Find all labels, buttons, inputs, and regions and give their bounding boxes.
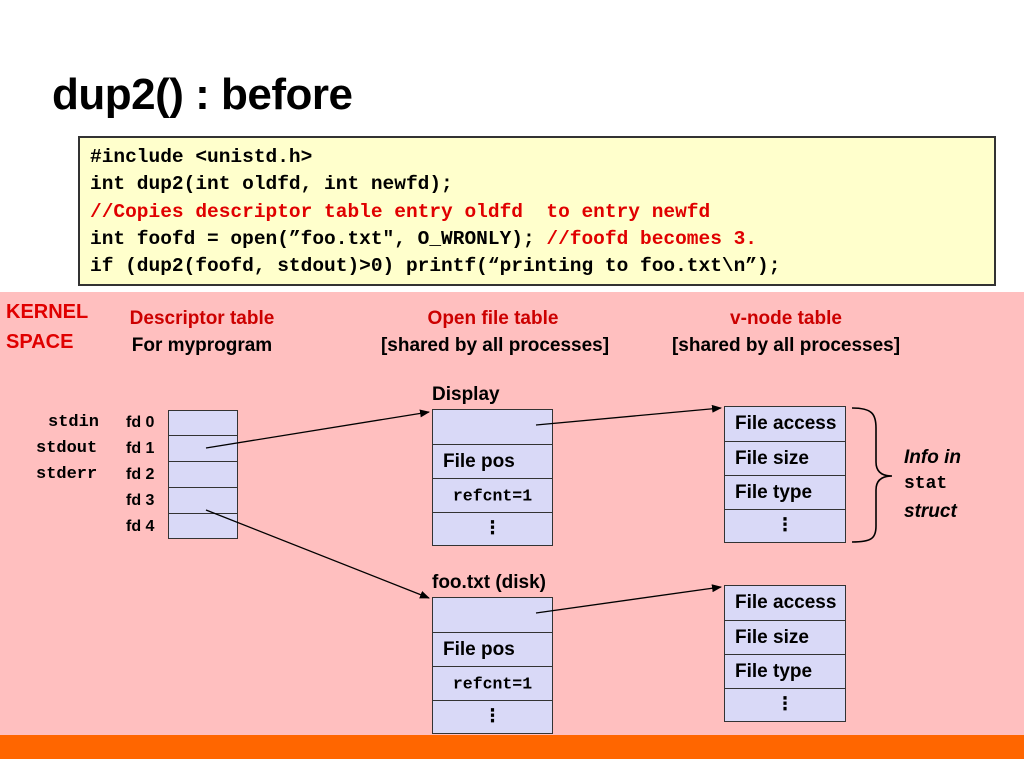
- file-a-filepos: File pos: [443, 450, 515, 472]
- stdin-label: stdin: [48, 413, 100, 432]
- descriptor-cell-fd4: [168, 513, 238, 539]
- vnode-b-more-cell: ⋮: [724, 688, 846, 722]
- file-a-refcnt: refcnt=1: [452, 486, 533, 505]
- bottom-bar: [0, 735, 1024, 759]
- file-b-name: foo.txt (disk): [432, 572, 546, 593]
- vnode-a-type: File type: [735, 481, 813, 503]
- code-line-if: if (dup2(foofd, stdout)>0) printf(“print…: [90, 255, 781, 278]
- vnode-a-type-cell: File type: [724, 475, 846, 510]
- file-b-refcnt: refcnt=1: [452, 674, 533, 693]
- code-line-dup2-signature: int dup2(int oldfd, int newfd);: [90, 173, 453, 196]
- code-open-statement: int foofd = open(”foo.txt", O_WRONLY);: [90, 227, 547, 250]
- file-b-pointer-cell: [432, 597, 553, 633]
- file-b-refcnt-cell: refcnt=1: [432, 666, 553, 701]
- stat-info-label: Info in stat struct: [904, 444, 961, 525]
- file-a-refcnt-cell: refcnt=1: [432, 478, 553, 513]
- kernel-label-line1: KERNEL: [6, 301, 89, 323]
- file-b-filepos: File pos: [443, 638, 515, 660]
- file-a-pointer-cell: [432, 409, 553, 445]
- stat-info-line1: Info in: [904, 447, 961, 468]
- vnode-a-access: File access: [735, 413, 837, 434]
- vnode-b-size: File size: [735, 626, 809, 648]
- fd1-label: fd 1: [126, 440, 155, 457]
- code-open-comment: //foofd becomes 3.: [546, 227, 758, 250]
- vnode-table-subheading: [shared by all processes]: [671, 335, 901, 356]
- stderr-label: stderr: [36, 465, 98, 484]
- vnode-a-ellipsis: ⋮: [776, 514, 794, 535]
- vnode-b-access: File access: [735, 592, 837, 613]
- file-b-more-cell: ⋮: [432, 700, 553, 734]
- stdout-label: stdout: [36, 439, 98, 458]
- vnode-b-access-cell: File access: [724, 585, 846, 621]
- code-box: #include <unistd.h> int dup2(int oldfd, …: [78, 136, 996, 286]
- stat-info-line3: struct: [904, 501, 957, 522]
- vnode-b-type: File type: [735, 660, 813, 682]
- vnode-b-size-cell: File size: [724, 620, 846, 655]
- file-a-more-cell: ⋮: [432, 512, 553, 546]
- vnode-a-size: File size: [735, 447, 809, 469]
- fd4-label: fd 4: [126, 518, 155, 535]
- descriptor-cell-fd2: [168, 461, 238, 488]
- fd3-label: fd 3: [126, 492, 155, 509]
- vnode-a-more-cell: ⋮: [724, 509, 846, 543]
- file-b-filepos-cell: File pos: [432, 632, 553, 667]
- file-a-ellipsis: ⋮: [483, 517, 502, 538]
- open-file-table-subheading: [shared by all processes]: [380, 335, 610, 356]
- fd0-label: fd 0: [126, 414, 155, 431]
- vnode-table-heading: v-node table: [730, 308, 842, 329]
- vnode-a-access-cell: File access: [724, 406, 846, 442]
- descriptor-cell-fd0: [168, 410, 238, 436]
- file-a-filepos-cell: File pos: [432, 444, 553, 479]
- descriptor-table-heading: Descriptor table: [129, 308, 275, 329]
- vnode-b-type-cell: File type: [724, 654, 846, 689]
- code-line-open: int foofd = open(”foo.txt", O_WRONLY); /…: [90, 226, 984, 253]
- vnode-b-ellipsis: ⋮: [776, 693, 794, 714]
- stat-info-line2: stat: [904, 474, 948, 494]
- descriptor-cell-fd3: [168, 487, 238, 514]
- vnode-a-size-cell: File size: [724, 441, 846, 476]
- descriptor-table-subheading: For myprogram: [131, 335, 273, 356]
- open-file-table-heading: Open file table: [427, 308, 559, 329]
- file-a-name: Display: [432, 384, 500, 405]
- descriptor-cell-fd1: [168, 435, 238, 462]
- fd2-label: fd 2: [126, 466, 155, 483]
- file-b-ellipsis: ⋮: [483, 705, 502, 726]
- slide-title: dup2() : before: [52, 70, 353, 119]
- kernel-label-line2: SPACE: [6, 331, 74, 353]
- code-line-comment: //Copies descriptor table entry oldfd to…: [90, 200, 711, 223]
- code-line-include: #include <unistd.h>: [90, 146, 313, 168]
